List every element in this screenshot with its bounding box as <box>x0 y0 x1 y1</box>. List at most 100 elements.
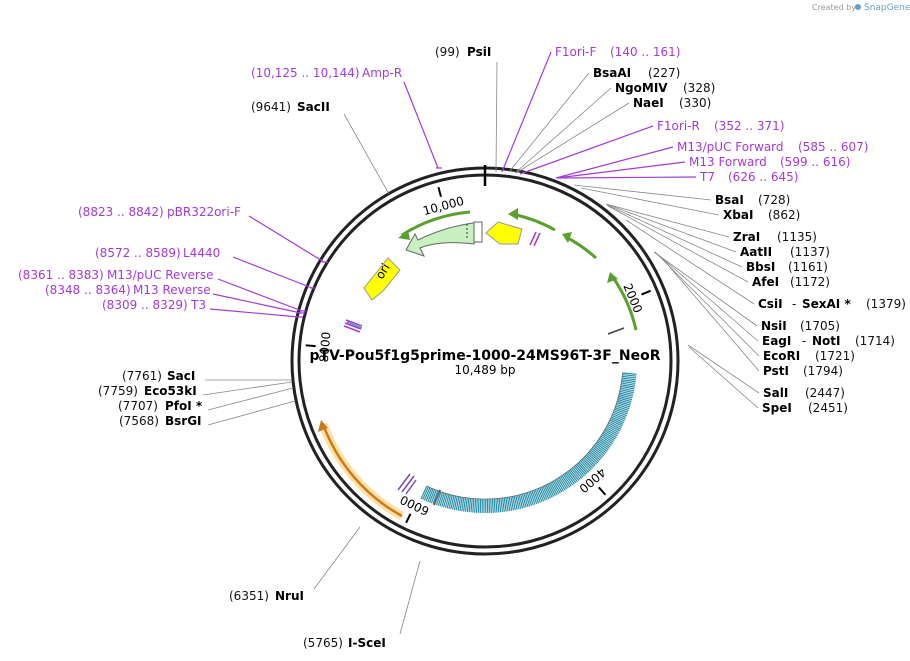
repeat-unit <box>453 496 458 511</box>
credit: Created by SnapGene <box>812 3 910 13</box>
label-position: (330) <box>679 96 711 110</box>
repeat-unit <box>526 492 533 506</box>
label-position: (8823 .. 8842) <box>78 205 164 219</box>
leader-line <box>555 146 674 179</box>
leader-line <box>653 251 758 327</box>
repeat-unit <box>621 377 636 381</box>
feature-ori-arrow <box>363 257 401 301</box>
repeat-unit <box>554 479 563 493</box>
leader-line <box>605 203 737 253</box>
repeat-unit <box>619 389 634 394</box>
repeat-unit <box>565 472 575 485</box>
repeat-unit <box>518 494 524 509</box>
repeat-unit <box>596 441 609 451</box>
tick-mark <box>405 513 412 524</box>
label-name: BsrGI <box>165 414 202 428</box>
tick-mark <box>305 344 316 348</box>
label-position: (1135) <box>777 230 817 244</box>
feature-small-dark-mark <box>607 327 625 335</box>
repeat-unit <box>466 497 470 513</box>
label-name: EagI <box>762 334 791 348</box>
repeat-marks-left <box>346 321 363 329</box>
feature-arc-orange <box>321 423 403 518</box>
repeat-unit <box>496 498 500 513</box>
label-position: (99) <box>435 45 460 59</box>
label-position: (1705) <box>800 319 840 333</box>
label-position: (1379) <box>866 297 906 311</box>
repeat-unit <box>612 411 627 419</box>
repeat-unit <box>597 439 610 449</box>
label-name: AfeI <box>752 275 779 289</box>
label-position: (862) <box>768 208 800 222</box>
feature-small-box <box>473 221 483 243</box>
leader-line <box>501 51 552 173</box>
label-name: NruI <box>275 589 304 603</box>
repeat-unit <box>620 387 635 392</box>
feature-arrowhead-green-4 <box>607 272 618 283</box>
label-name: SacI <box>167 369 195 383</box>
snapgene-logo-icon <box>855 4 861 10</box>
label-name: M13 Reverse <box>133 283 211 297</box>
repeat-unit <box>498 498 502 513</box>
repeat-inner-edge <box>426 373 623 500</box>
repeat-unit <box>448 494 453 509</box>
leader-line <box>403 81 439 169</box>
leader-line <box>556 161 686 179</box>
feature-arrowhead-green-2 <box>508 208 518 220</box>
feature-arrowhead-green-3 <box>562 232 572 243</box>
repeat-unit <box>427 488 434 503</box>
leader-line <box>248 215 325 263</box>
repeat-unit <box>607 423 621 432</box>
feature-arrowhead-orange <box>318 420 328 432</box>
repeat-unit <box>589 450 601 461</box>
repeat-unit <box>561 475 571 488</box>
label-name: M13 Forward <box>689 155 767 169</box>
label-position: (2447) <box>805 386 845 400</box>
repeat-unit <box>543 485 551 499</box>
repeat-unit <box>608 422 622 430</box>
tick-label: 8000 <box>317 331 334 363</box>
repeat-unit <box>600 435 613 445</box>
label-name: L4440 <box>183 246 220 260</box>
repeat-unit <box>583 456 595 468</box>
leader-line <box>625 219 755 305</box>
repeat-unit <box>618 394 633 399</box>
repeat-unit <box>586 453 599 464</box>
repeat-unit <box>444 494 450 508</box>
repeat-unit <box>622 374 637 377</box>
repeat-unit <box>568 470 578 483</box>
label-name: SpeI <box>762 401 792 415</box>
repeat-unit <box>531 490 538 505</box>
tick-mark <box>598 486 607 496</box>
leader-line <box>655 252 760 357</box>
label-position: (328) <box>683 81 715 95</box>
leader-line <box>343 113 390 195</box>
label-dash: - <box>802 334 806 348</box>
label-position: (7707) <box>118 399 158 413</box>
repeat-unit <box>511 496 516 511</box>
label-name: NsiI <box>761 319 787 333</box>
repeat-unit <box>510 496 515 511</box>
repeat-unit <box>621 380 636 385</box>
label-name-2: NotI <box>812 334 841 348</box>
label-position: (7761) <box>122 369 162 383</box>
repeat-unit <box>592 446 605 457</box>
leader-line <box>209 308 300 318</box>
label-position: (1137) <box>790 245 830 259</box>
label-dash: - <box>792 297 796 311</box>
repeat-unit <box>475 498 478 513</box>
primer-marks-bottom <box>397 473 417 495</box>
repeat-unit <box>501 497 505 512</box>
leader-line <box>580 187 720 216</box>
repeat-unit <box>605 426 619 435</box>
leader-line <box>605 203 730 238</box>
leader-line <box>661 257 760 372</box>
repeat-unit <box>621 382 636 386</box>
repeat-unit <box>577 462 588 474</box>
repeat-unit <box>490 498 492 513</box>
repeat-unit <box>548 483 556 496</box>
repeat-unit <box>443 493 449 508</box>
repeat-unit <box>610 416 625 424</box>
repeat-unit <box>613 410 628 417</box>
leader-line <box>212 293 302 314</box>
